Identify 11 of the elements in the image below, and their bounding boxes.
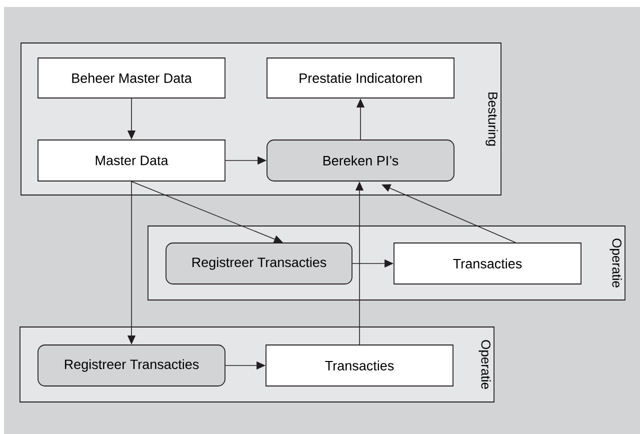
data-box: Master Data	[38, 140, 226, 182]
data-box: Transacties	[266, 344, 454, 386]
data-box: Beheer Master Data	[38, 58, 226, 98]
data-box: Prestatie Indicatoren	[266, 58, 454, 98]
panel-label: Besturing	[486, 92, 498, 146]
panel-label: Operatie	[610, 238, 622, 288]
process-box: Bereken PI’s	[266, 140, 454, 182]
process-box: Registreer Transacties	[38, 344, 226, 386]
data-box: Transacties	[394, 242, 582, 284]
process-box: Registreer Transacties	[166, 242, 352, 284]
panel-label: Operatie	[478, 340, 491, 389]
